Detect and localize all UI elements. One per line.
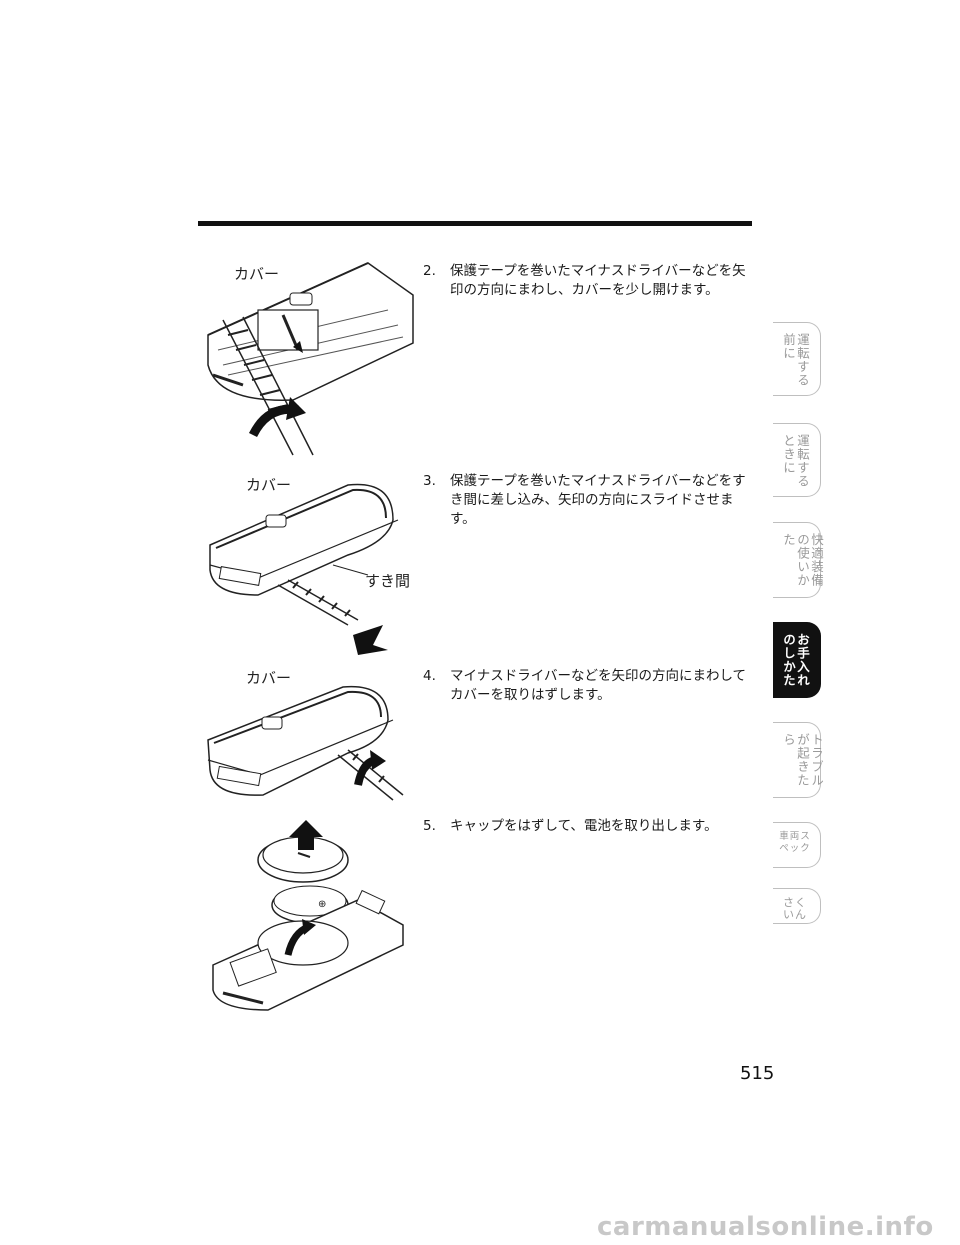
figure-remove-cover: カバー: [198, 665, 420, 810]
cover-label: カバー: [234, 265, 280, 283]
tab-while-driving[interactable]: 運転するときに: [773, 423, 821, 497]
tab-maintenance[interactable]: お手入れのしかた: [773, 622, 821, 698]
tab-label: トラブルが起きたら: [781, 733, 824, 787]
tab-label: さくいん: [783, 896, 807, 921]
page-number: 515: [740, 1063, 775, 1084]
tab-vehicle-specs[interactable]: 車両スペック: [773, 822, 821, 868]
figure-slide-cover: カバー すき間: [198, 470, 420, 655]
step-2: 2. 保護テープを巻いたマイナスドライバーなどを矢印の方向にまわし、カバーを少し…: [423, 262, 753, 300]
step-number: 4.: [423, 668, 436, 684]
tab-label: 車両スペック: [779, 831, 811, 854]
tab-label: 快適装備の使いかた: [781, 533, 824, 587]
step-text: 保護テープを巻いたマイナスドライバーなどをすき間に差し込み、矢印の方向にスライド…: [450, 473, 746, 527]
tab-label: 運転するときに: [781, 434, 810, 488]
step-number: 2.: [423, 263, 436, 279]
tab-comfort-features[interactable]: 快適装備の使いかた: [773, 522, 824, 598]
tab-before-driving[interactable]: 運転する前に: [773, 322, 821, 396]
tab-troubleshooting[interactable]: トラブルが起きたら: [773, 722, 824, 798]
svg-text:⊕: ⊕: [318, 899, 326, 910]
step-text: 保護テープを巻いたマイナスドライバーなどを矢印の方向にまわし、カバーを少し開けま…: [450, 263, 746, 298]
step-4: 4. マイナスドライバーなどを矢印の方向にまわしてカバーを取りはずします。: [423, 667, 753, 705]
step-5: 5. キャップをはずして、電池を取り出します。: [423, 817, 753, 836]
tab-label: お手入れのしかた: [781, 633, 810, 687]
step-3: 3. 保護テープを巻いたマイナスドライバーなどをすき間に差し込み、矢印の方向にス…: [423, 472, 753, 529]
step-text: キャップをはずして、電池を取り出します。: [450, 818, 718, 834]
step-text: マイナスドライバーなどを矢印の方向にまわしてカバーを取りはずします。: [450, 668, 747, 703]
figure-open-cover: カバー: [198, 255, 420, 465]
header-rule: [198, 221, 752, 226]
step-number: 5.: [423, 818, 436, 834]
cover-label: カバー: [246, 669, 292, 687]
figure-remove-battery: ⊕: [198, 815, 420, 1025]
step-number: 3.: [423, 473, 436, 489]
tab-index[interactable]: さくいん: [773, 888, 821, 924]
watermark: carmanualsonline.info: [597, 1212, 934, 1242]
cover-label: カバー: [246, 476, 292, 494]
gap-label: すき間: [365, 572, 411, 590]
tab-label: 運転する前に: [781, 333, 810, 387]
